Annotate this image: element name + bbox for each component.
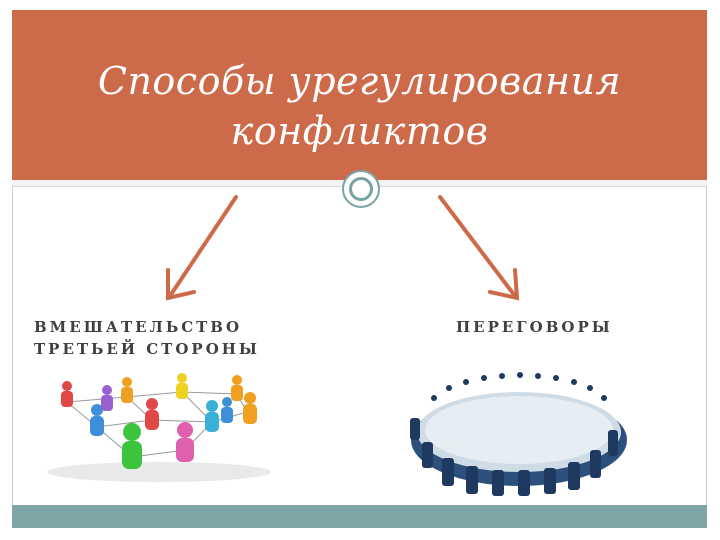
- title-line-2: конфликтов: [230, 109, 489, 153]
- arrow-down-right-icon: [438, 195, 520, 301]
- people-network-image: [37, 372, 282, 482]
- arrow-down-left-icon: [166, 195, 238, 301]
- round-table-image: [404, 370, 634, 498]
- ring-ornament-icon: [342, 170, 380, 208]
- title-banner: [12, 10, 707, 180]
- people-network-icon: [47, 373, 271, 482]
- footer-bar: [12, 505, 707, 528]
- slide-title: Способы урегулирования конфликтов: [12, 56, 707, 156]
- option-third-party-line-1: ВМЕШАТЕЛЬСТВО: [34, 318, 243, 336]
- option-negotiations-line-1: ПЕРЕГОВОРЫ: [456, 318, 613, 336]
- round-table-icon: [410, 372, 627, 496]
- option-third-party: ВМЕШАТЕЛЬСТВО ТРЕТЬЕЙ СТОРОНЫ: [34, 316, 260, 360]
- option-negotiations: ПЕРЕГОВОРЫ: [456, 316, 613, 338]
- title-line-1: Способы урегулирования: [97, 59, 622, 103]
- option-third-party-line-2: ТРЕТЬЕЙ СТОРОНЫ: [34, 340, 260, 358]
